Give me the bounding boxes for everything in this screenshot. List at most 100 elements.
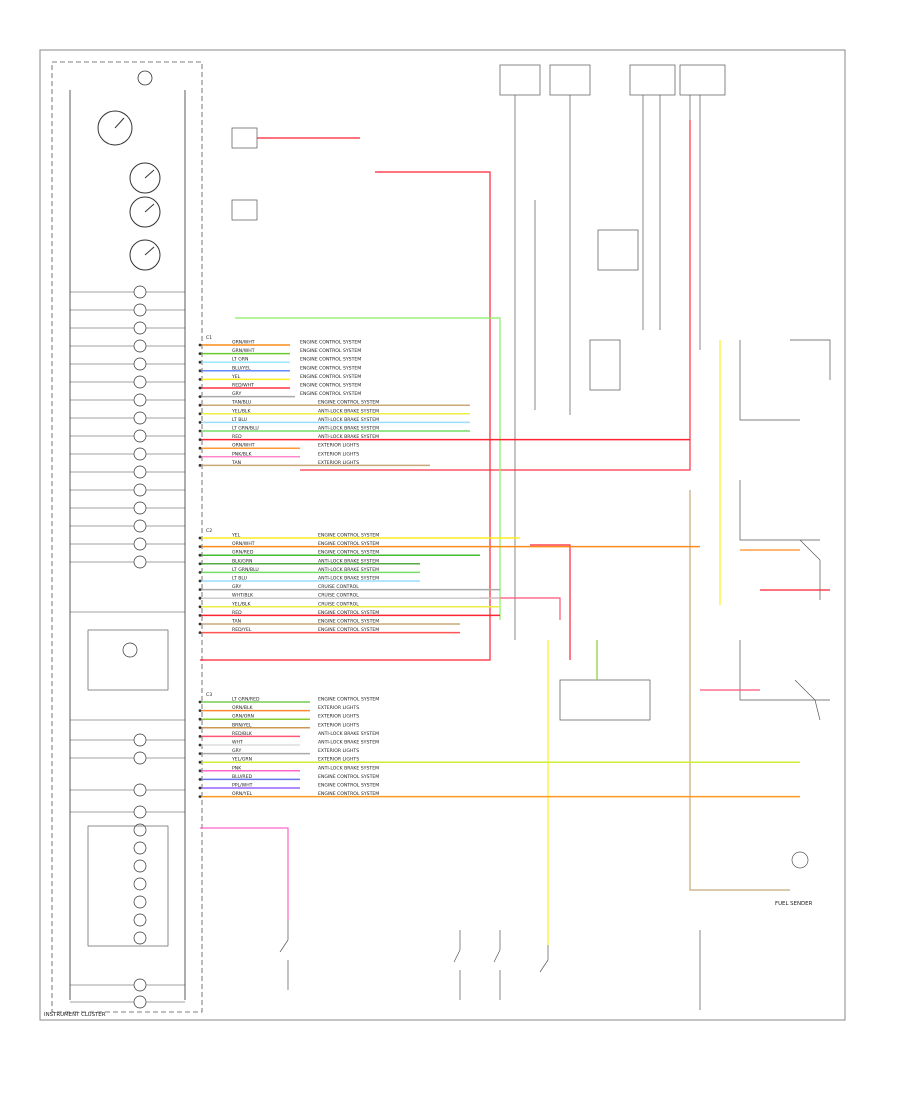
circuit-note: ANTI-LOCK BRAKE SYSTEM [318,740,379,746]
terminal-dot [198,545,202,548]
terminal-dot [198,429,202,433]
terminal-dot [198,369,202,373]
terminal-dot [198,752,202,755]
terminal-dot [198,605,202,609]
wire-pink-mid [480,597,760,691]
wire-color-label: PPL/WHT [232,783,253,789]
terminal-dot [198,795,202,798]
fuel-sender-label: FUEL SENDER [775,901,813,907]
terminal-dot [198,421,202,424]
circuit-note: ENGINE CONTROL SYSTEM [300,357,361,363]
indicator-bulb-column [122,285,147,1009]
circuit-note: ENGINE CONTROL SYSTEM [300,365,361,371]
wire-color-label: BRN/YEL [232,722,252,728]
wire-color-label: GRY [232,748,241,754]
wire-color-label: BLU/RED [232,774,252,780]
circuit-note: ANTI-LOCK BRAKE SYSTEM [318,558,379,564]
circuit-note: EXTERIOR LIGHTS [318,714,359,720]
gauge-fuel [129,162,161,194]
circuit-note: ENGINE CONTROL SYSTEM [318,550,379,556]
terminal-dot [198,579,202,583]
wire-color-label: LT GRN/BLU [232,567,259,573]
circuit-note: ENGINE CONTROL SYSTEM [300,391,361,397]
circuit-note: ENGINE CONTROL SYSTEM [300,374,361,380]
wire-tan-right [689,490,790,891]
terminal-dot [198,717,202,721]
wire-color-label: TAN/BLU [231,400,251,406]
terminal-dot [198,378,202,381]
terminal-dot [198,536,202,540]
wire-color-label: WHT/BLK [232,593,254,599]
wire-color-label: RED/WHT [232,383,254,389]
wire-color-label: BLU/YEL [232,365,251,371]
circuit-note: CRUISE CONTROL [318,584,359,590]
wire-color-label: GRN/WHT [232,348,255,354]
terminal-dot [198,614,202,617]
circuit-note: ENGINE CONTROL SYSTEM [318,697,379,703]
circuit-note: EXTERIOR LIGHTS [318,460,359,466]
terminal-dot [198,553,202,557]
wire-color-label: LT GRN [232,357,248,363]
wire-red-top [200,137,491,661]
terminal-dot [198,631,202,634]
terminal-dot [198,700,202,704]
diagram-border [39,49,846,1021]
terminal-dot [198,588,202,591]
wire-color-label: RED [232,434,242,440]
gauge-temperature [129,239,161,271]
terminal-dot [198,769,202,773]
gauge-speedometer [97,110,133,146]
terminal-dot [198,562,202,566]
terminal-dot [198,386,202,390]
circuit-note: ENGINE CONTROL SYSTEM [300,383,361,389]
circuit-note: EXTERIOR LIGHTS [318,451,359,457]
wire-color-label: WHT [232,740,243,746]
circuit-note: ENGINE CONTROL SYSTEM [318,791,379,797]
top-component-blocks [231,64,831,869]
connector-label: C3 [206,692,212,698]
terminal-dot [198,735,202,738]
circuit-note: ANTI-LOCK BRAKE SYSTEM [318,408,379,414]
circuit-note: ANTI-LOCK BRAKE SYSTEM [318,426,379,432]
terminal-dot [198,412,202,416]
wire-color-label: ORN/YEL [232,791,253,797]
bottom-switches [279,920,701,1010]
terminal-dot [198,464,202,467]
wire-color-label: RED/BLK [232,731,253,737]
gauge-clock [137,70,153,86]
terminal-dot [198,571,202,574]
terminal-dot [198,726,202,730]
wire-color-label: ORN/WHT [232,443,255,449]
circuit-note: ENGINE CONTROL SYSTEM [318,541,379,547]
terminal-dot [198,438,202,441]
wire-green-top [235,317,501,620]
circuit-note: ENGINE CONTROL SYSTEM [318,619,379,625]
terminal-dot [198,596,202,600]
circuit-note: ENGINE CONTROL SYSTEM [318,610,379,616]
circuit-note: EXTERIOR LIGHTS [318,722,359,728]
cluster-internal-traces [70,291,185,1003]
terminal-dot [198,352,202,355]
terminal-dot [198,360,202,364]
wire-color-label: BLK/GRN [232,558,252,564]
wire-color-label: LT BLU [232,576,247,582]
wire-color-label: YEL [231,533,241,539]
circuit-note: ANTI-LOCK BRAKE SYSTEM [318,417,379,423]
circuit-note: ANTI-LOCK BRAKE SYSTEM [318,765,379,771]
gauge-tachometer [129,196,161,228]
wire-color-label: ORN/WHT [232,340,255,346]
circuit-note: ANTI-LOCK BRAKE SYSTEM [318,567,379,573]
terminal-dot [198,343,202,347]
wire-red-mid [530,544,830,660]
wire-color-label: ORN/BLK [232,705,254,711]
terminal-dot [198,743,202,747]
circuit-note: CRUISE CONTROL [318,601,359,607]
wire-color-label: RED/YEL [232,627,252,633]
terminal-dot [198,395,202,398]
circuit-note: ENGINE CONTROL SYSTEM [318,627,379,633]
wire-color-label: LT GRN/BLU [232,426,259,432]
circuit-note: EXTERIOR LIGHTS [318,443,359,449]
